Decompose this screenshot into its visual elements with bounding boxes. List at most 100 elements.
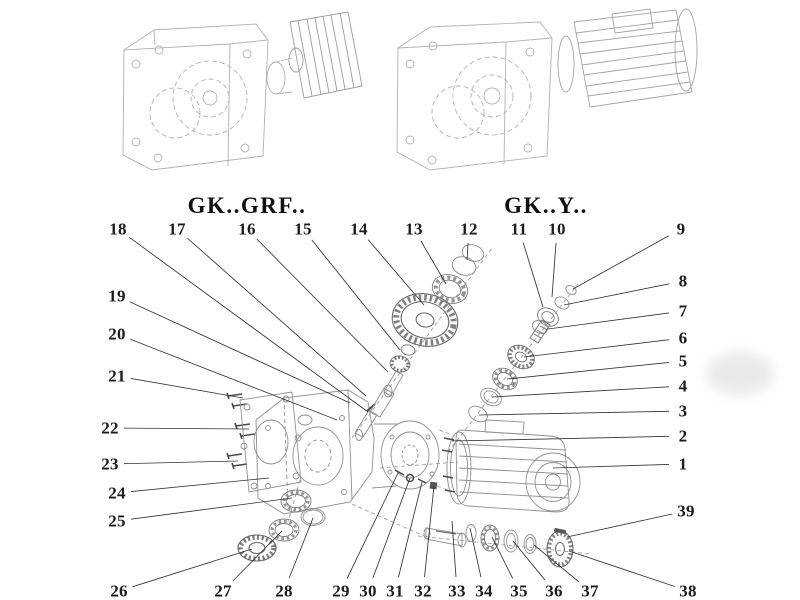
leader-line-25	[130, 497, 293, 520]
snap-ring-small	[565, 285, 577, 295]
output-shaft-assembly	[423, 524, 574, 568]
leader-line-7	[547, 312, 670, 330]
leader-line-33	[451, 520, 457, 578]
shim-ring	[554, 296, 570, 310]
leader-line-30	[372, 477, 411, 579]
lower-gear	[237, 534, 277, 562]
leader-line-22	[123, 427, 250, 430]
part-number-31: 31	[386, 581, 404, 600]
lower-bearing	[268, 518, 300, 542]
part-number-39: 39	[677, 501, 695, 521]
motor-fan-cover	[525, 452, 581, 512]
output-bearing	[480, 524, 500, 552]
leader-line-2	[451, 435, 670, 442]
part-number-38: 38	[679, 581, 697, 600]
part-number-24: 24	[108, 483, 126, 503]
part-number-10: 10	[548, 219, 566, 239]
electric-motor-drawing	[557, 8, 698, 108]
leader-line-15	[311, 239, 401, 351]
part-number-11: 11	[510, 219, 528, 239]
leader-line-21	[130, 377, 244, 399]
o-ring	[468, 405, 488, 423]
part-number-36: 36	[545, 581, 563, 600]
leader-line-29	[346, 472, 399, 579]
leader-line-36	[512, 540, 546, 581]
leader-line-1	[552, 463, 670, 469]
output-washer	[465, 524, 477, 542]
large-ring-gear	[391, 293, 459, 347]
part-number-28: 28	[275, 581, 293, 600]
part-number-29: 29	[332, 581, 350, 600]
part-number-16: 16	[238, 219, 256, 239]
part-number-22: 22	[101, 418, 119, 438]
part-number-17: 17	[168, 219, 186, 239]
leader-line-10	[551, 242, 557, 298]
leader-line-32	[424, 485, 435, 578]
watermark-smudge	[706, 352, 774, 396]
leader-line-34	[469, 527, 482, 578]
part-number-15: 15	[294, 219, 312, 239]
assembled-gearbox-y-drawing	[396, 8, 698, 171]
variant-title-grf: GK..GRF..	[187, 193, 307, 218]
part-number-30: 30	[359, 581, 377, 600]
leader-line-26	[132, 548, 253, 588]
part-number-33: 33	[448, 581, 466, 600]
leader-line-35	[491, 536, 514, 579]
variant-title-y: GK..Y..	[504, 193, 588, 218]
snap-ring	[300, 508, 326, 526]
part-number-6: 6	[678, 328, 688, 348]
leader-line-31	[397, 481, 423, 578]
part-number-35: 35	[510, 581, 528, 600]
part-number-32: 32	[414, 581, 432, 600]
leader-line-16	[256, 238, 389, 373]
input-shaft	[354, 370, 404, 441]
input-bearing	[431, 274, 469, 304]
leader-line-28	[288, 517, 314, 579]
leader-line-17	[187, 237, 367, 397]
part-number-3: 3	[678, 401, 688, 421]
lower-left-parts	[237, 489, 326, 562]
seal-washer	[480, 387, 502, 407]
finned-cover	[288, 11, 363, 99]
assembled-gearbox-grf-drawing	[122, 11, 363, 171]
leader-line-37	[533, 544, 580, 583]
pinion-bearing-lower	[492, 367, 518, 391]
pinion-train	[468, 285, 577, 423]
part-number-1: 1	[678, 454, 688, 474]
leader-line-39	[566, 513, 673, 538]
leader-line-38	[568, 550, 675, 587]
part-number-4: 4	[678, 376, 688, 396]
pinion-bearing	[537, 307, 559, 327]
part-number-2: 2	[678, 426, 688, 446]
mounting-flange-plate	[239, 391, 302, 493]
small-fasteners	[394, 469, 438, 490]
assembly-axis-lines	[287, 247, 593, 555]
part-number-27: 27	[214, 581, 232, 600]
leader-line-23	[123, 460, 239, 465]
leader-line-24	[130, 477, 270, 493]
part-number-14: 14	[350, 219, 368, 239]
part-number-37: 37	[581, 581, 599, 600]
shaft-key	[553, 528, 567, 534]
leader-line-14	[367, 239, 425, 306]
part-number-23: 23	[101, 454, 119, 474]
part-number-7: 7	[678, 301, 688, 321]
part-number-20: 20	[108, 324, 126, 344]
leader-line-5	[506, 361, 670, 380]
output-spacer	[503, 529, 519, 553]
leader-line-8	[563, 283, 670, 306]
electric-motor	[441, 419, 581, 513]
part-number-25: 25	[108, 511, 126, 531]
leader-line-18	[129, 236, 369, 413]
part-number-13: 13	[405, 219, 423, 239]
leader-line-6	[523, 339, 670, 358]
leader-line-4	[491, 386, 670, 398]
leader-line-13	[420, 240, 447, 285]
housing-bearing	[280, 489, 312, 513]
pinion-gear	[507, 344, 535, 370]
leader-line-12	[466, 242, 469, 261]
motor-studs	[441, 437, 456, 493]
flange-screws	[226, 392, 256, 470]
